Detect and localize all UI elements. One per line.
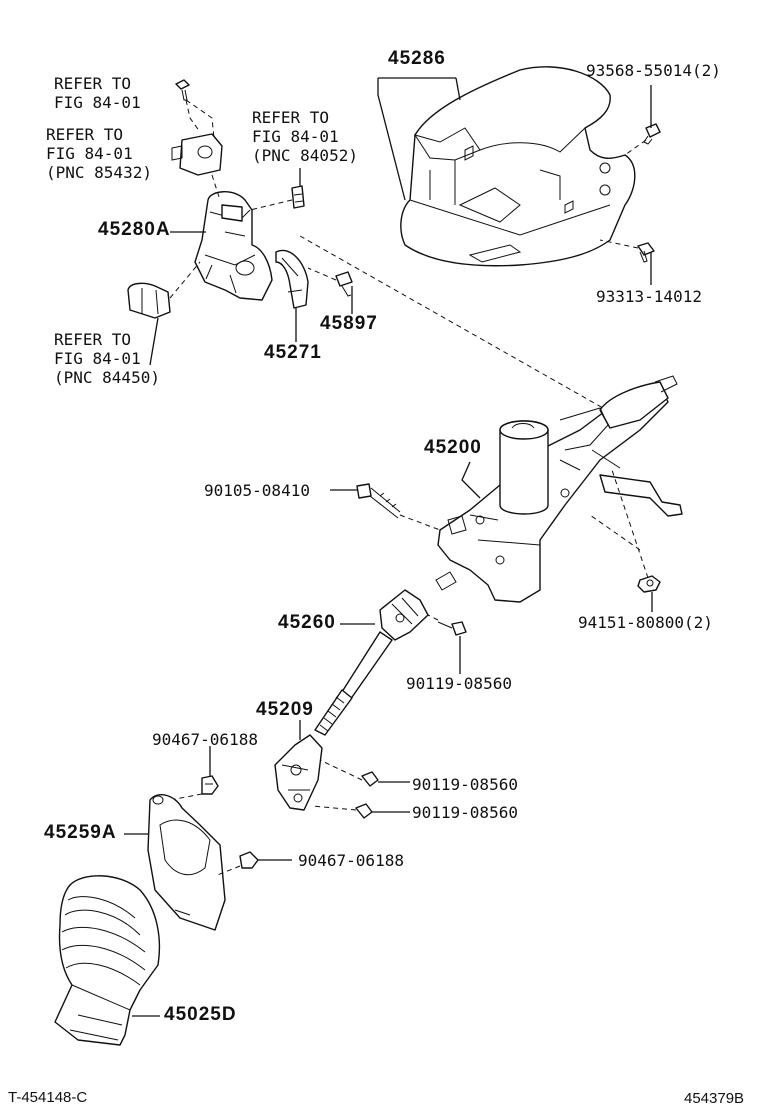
bolt-45897 — [335, 271, 353, 297]
nut-94151 — [637, 575, 661, 593]
label-refer1-line2: FIG 84-01 — [54, 93, 141, 112]
bolt-90119b — [361, 771, 379, 787]
footer-left-code: T-454148-C — [8, 1089, 88, 1106]
label-45260: 45260 — [278, 612, 336, 633]
label-90467a: 90467-06188 — [152, 730, 258, 749]
label-90119a: 90119-08560 — [406, 674, 512, 693]
label-45280A: 45280A — [98, 219, 171, 240]
label-refer3-line3: (PNC 84052) — [252, 146, 358, 165]
label-45200: 45200 — [424, 437, 482, 458]
label-45209: 45209 — [256, 699, 314, 720]
clip-90467b — [239, 851, 259, 869]
label-94151: 94151-80800(2) — [578, 613, 713, 632]
label-90467b: 90467-06188 — [298, 851, 404, 870]
switch-84450 — [127, 282, 171, 319]
connector-84052 — [291, 185, 305, 209]
leader-84450 — [149, 317, 159, 366]
boot-45025D — [54, 875, 161, 1046]
label-refer4-line3: (PNC 84450) — [54, 368, 160, 387]
label-45271: 45271 — [264, 342, 322, 363]
column-cover-45286 — [400, 66, 636, 267]
dash-90119b — [319, 759, 363, 781]
u-joint-45209 — [274, 734, 323, 811]
bolt-90119c — [355, 803, 373, 819]
bolt-90119a — [437, 621, 467, 636]
label-45025D: 45025D — [164, 1004, 237, 1025]
cover-45259A — [147, 794, 226, 931]
label-90119b: 90119-08560 — [412, 775, 518, 794]
lock-cylinder-45280A — [194, 191, 273, 301]
label-refer3-line2: FIG 84-01 — [252, 127, 339, 146]
label-refer4-line1: REFER TO — [54, 330, 132, 349]
label-45259A: 45259A — [44, 822, 117, 843]
clip-90467a — [201, 775, 219, 795]
label-refer1-line1: REFER TO — [54, 74, 132, 93]
leader-45286 — [377, 77, 461, 201]
dash-90467b — [214, 865, 241, 877]
dash-switch — [211, 174, 221, 201]
label-93313: 93313-14012 — [596, 287, 702, 306]
steering-column-45200 — [435, 375, 683, 603]
dash-84450 — [169, 261, 201, 299]
dash-94151 — [589, 469, 649, 579]
dash-84052 — [249, 199, 293, 211]
label-45897: 45897 — [320, 313, 378, 334]
dash-main — [299, 235, 611, 413]
dash-45897 — [307, 267, 337, 281]
label-refer3-line1: REFER TO — [252, 108, 330, 127]
switch-85432 — [171, 133, 223, 176]
screw-top — [175, 79, 190, 101]
leader-45200 — [461, 461, 481, 499]
label-45286: 45286 — [388, 48, 446, 69]
dash-93568 — [624, 139, 647, 156]
screw-93313 — [637, 242, 655, 263]
label-refer4-line2: FIG 84-01 — [54, 349, 141, 368]
screw-93568 — [643, 123, 661, 145]
label-93568: 93568-55014(2) — [586, 61, 721, 80]
label-90119c: 90119-08560 — [412, 803, 518, 822]
intermediate-shaft-45260 — [314, 589, 429, 736]
dash-90119a — [427, 614, 439, 621]
label-refer2-line1: REFER TO — [46, 125, 124, 144]
dash-90119c — [311, 805, 357, 811]
footer-right-code: 454379B — [684, 1090, 745, 1107]
label-refer2-line2: FIG 84-01 — [46, 144, 133, 163]
bracket-45271 — [275, 249, 309, 309]
dash-screw-top — [185, 99, 215, 139]
label-90105: 90105-08410 — [204, 481, 310, 500]
dash-93313 — [599, 239, 639, 249]
label-refer2-line3: (PNC 85432) — [46, 163, 152, 182]
dash-90105 — [399, 514, 441, 531]
bolt-90105 — [356, 483, 401, 519]
